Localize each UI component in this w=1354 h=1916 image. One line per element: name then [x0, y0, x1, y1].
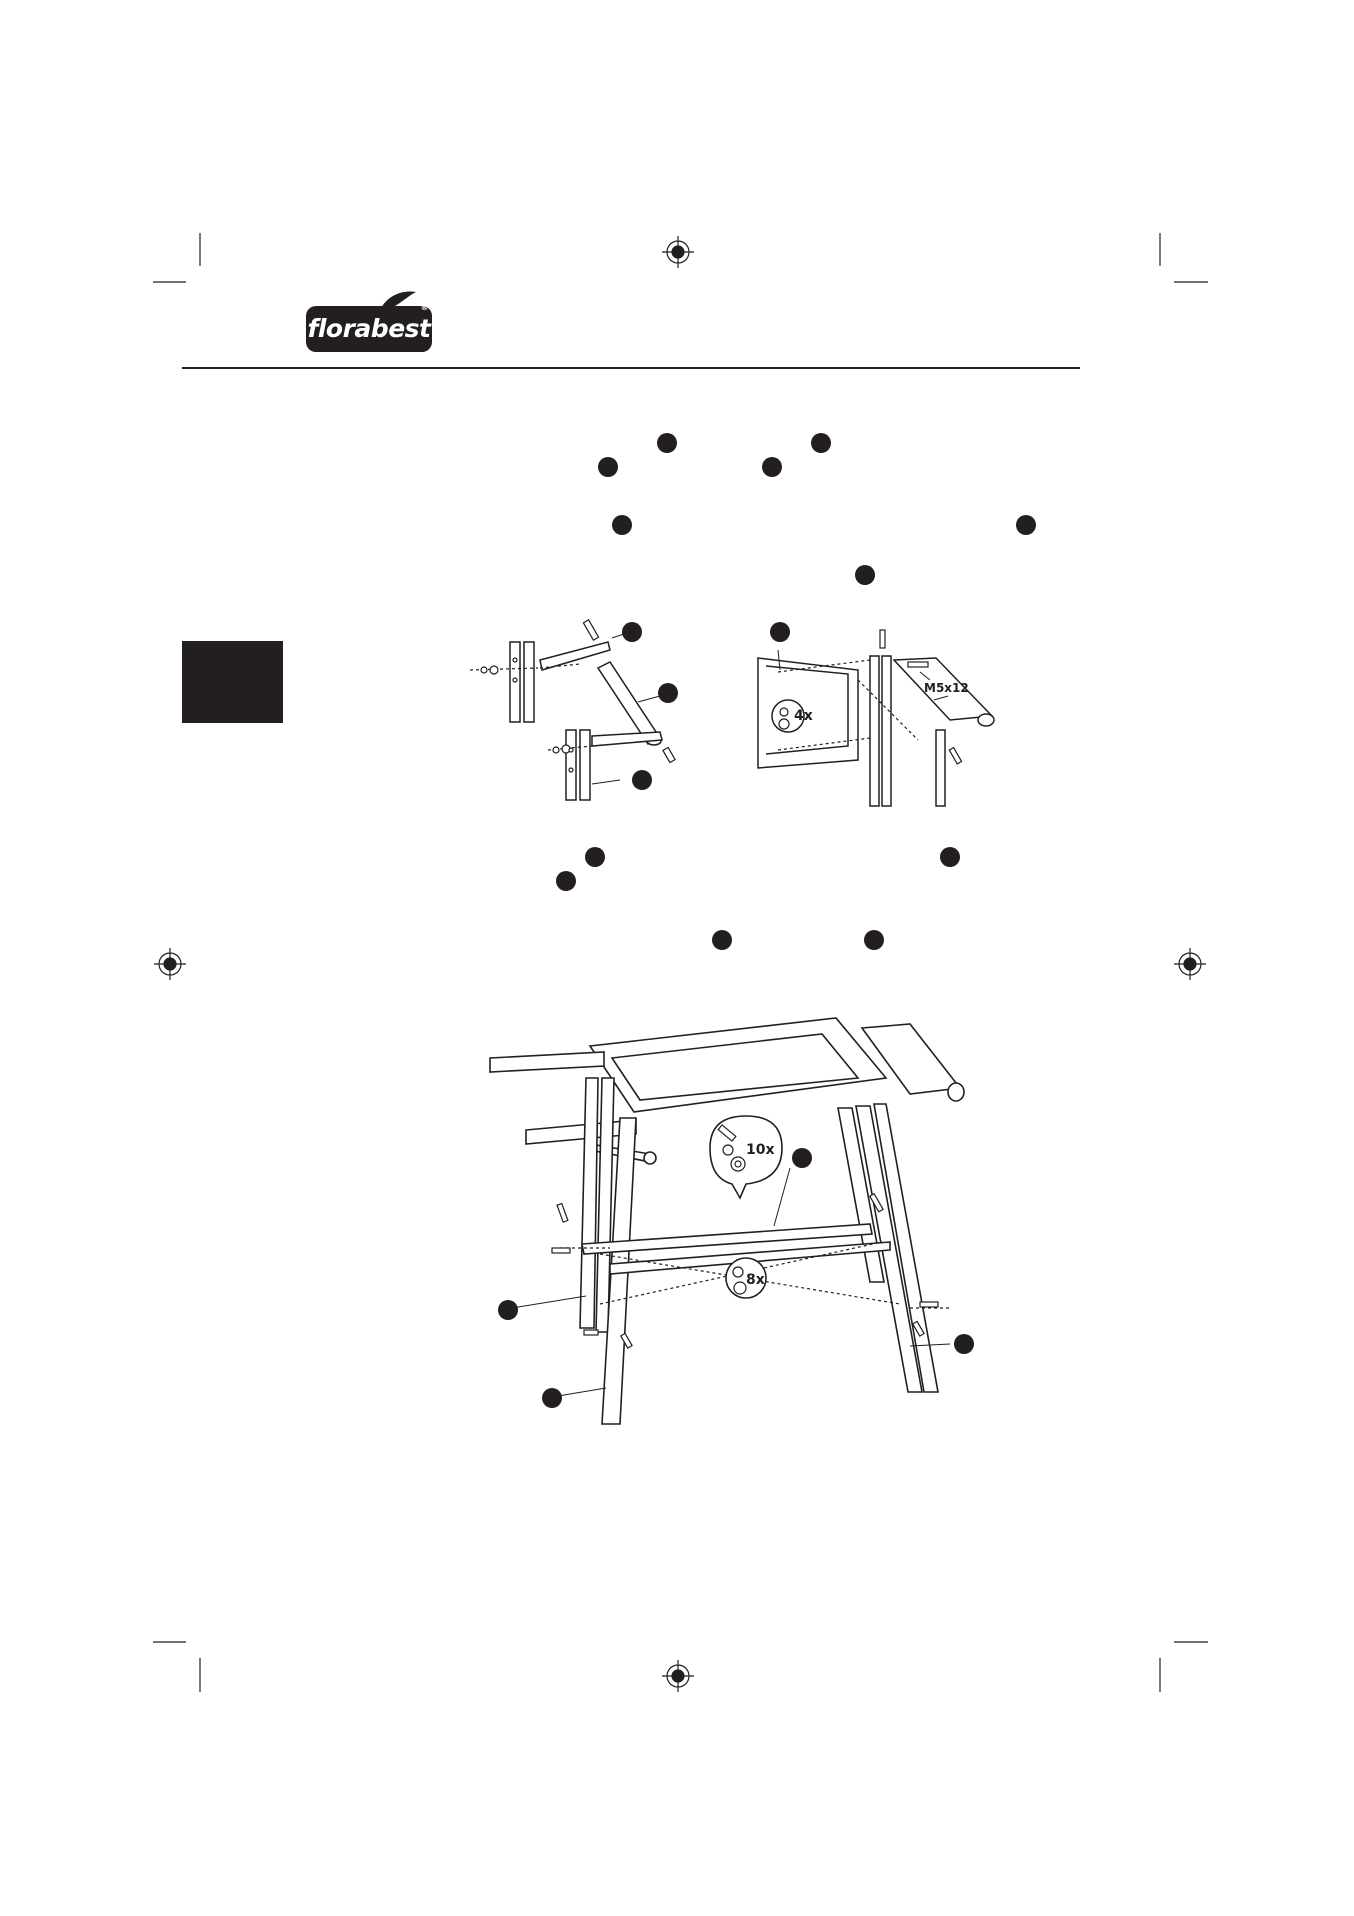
figure-stand-assembly: 10x 8x [489, 1017, 974, 1425]
callout-quantity-nuts: 8x [746, 1272, 765, 1288]
part-reference-marker [864, 930, 884, 950]
registration-mark-left [154, 948, 186, 980]
part-reference-marker [792, 1148, 812, 1168]
part-reference-marker [658, 683, 678, 703]
part-reference-marker [556, 871, 576, 891]
part-reference-marker [762, 457, 782, 477]
screw-size-label: M5x12 [924, 681, 969, 695]
brand-name: florabest [307, 314, 431, 343]
part-reference-marker [657, 433, 677, 453]
language-tab [182, 641, 283, 723]
registration-mark-bottom [662, 1660, 694, 1692]
part-reference-marker [585, 847, 605, 867]
registered-mark: ® [420, 303, 429, 312]
part-reference-marker [498, 1300, 518, 1320]
part-reference-marker [542, 1388, 562, 1408]
callout-quantity: 4x [794, 708, 813, 724]
part-reference-marker [954, 1334, 974, 1354]
part-reference-marker [1016, 515, 1036, 535]
figure-handle-assembly [469, 619, 678, 801]
part-reference-marker [940, 847, 960, 867]
brand-logo: florabest ® [306, 303, 432, 352]
part-reference-marker [598, 457, 618, 477]
part-reference-marker [712, 930, 732, 950]
part-reference-marker [770, 622, 790, 642]
leaf-icon [380, 291, 416, 310]
header-rule [182, 367, 1080, 369]
part-reference-marker [855, 565, 875, 585]
figure-tray-assembly: 4x M5x12 [757, 622, 995, 807]
part-reference-marker [612, 515, 632, 535]
registration-mark-right [1174, 948, 1206, 980]
part-reference-marker [622, 622, 642, 642]
callout-quantity-bolts: 10x [746, 1142, 775, 1158]
registration-mark-top [662, 236, 694, 268]
part-reference-marker [632, 770, 652, 790]
part-reference-marker [811, 433, 831, 453]
